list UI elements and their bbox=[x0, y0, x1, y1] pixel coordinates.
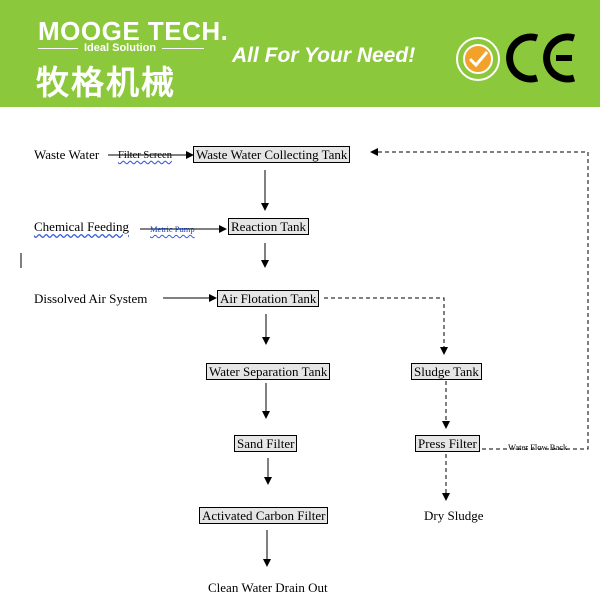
brand-name: MOOGE TECH. bbox=[38, 16, 229, 46]
slogan: All For Your Need! bbox=[232, 44, 416, 67]
box-reaction-tank: Reaction Tank bbox=[228, 218, 310, 235]
box-activated-carbon-filter: Activated Carbon Filter bbox=[199, 507, 329, 524]
dashed-flotation-to-sludge bbox=[324, 297, 448, 355]
box-sand-filter: Sand Filter bbox=[234, 435, 298, 452]
tagline-rule-right bbox=[162, 48, 204, 49]
box-sludge-tank: Sludge Tank bbox=[411, 363, 482, 380]
label-chemical-feeding-text: Chemical Feeding bbox=[34, 219, 129, 234]
box-water-separation-tank: Water Separation Tank bbox=[206, 363, 331, 380]
header-banner: MOOGE TECH. Ideal Solution 牧格机械 All For … bbox=[0, 0, 600, 107]
box-air-flotation-tank: Air Flotation Tank bbox=[217, 290, 320, 307]
brand-chinese: 牧格机械 bbox=[36, 63, 176, 102]
label-metric-pump: Metric Pump bbox=[150, 224, 195, 234]
label-dissolved-air-system: Dissolved Air System bbox=[34, 291, 148, 306]
label-clean-water-drain-out: Clean Water Drain Out bbox=[208, 580, 328, 595]
label-filter-screen: Filter Screen bbox=[118, 150, 172, 161]
box-waste-water-collecting-tank: Waste Water Collecting Tank bbox=[193, 146, 351, 163]
dashed-water-flow-back bbox=[370, 148, 589, 450]
ce-mark-icon bbox=[506, 33, 576, 83]
box-press-filter: Press Filter bbox=[415, 435, 480, 452]
brand-tagline: Ideal Solution bbox=[84, 42, 157, 54]
label-water-flow-back: Water Flow Back bbox=[508, 442, 568, 452]
label-waste-water: Waste Water bbox=[34, 147, 100, 162]
tagline-rule-left bbox=[38, 48, 78, 49]
label-dry-sludge: Dry Sludge bbox=[424, 508, 484, 523]
label-chemical-feeding: Chemical Feeding bbox=[34, 219, 129, 235]
certification-seal-icon bbox=[456, 37, 500, 81]
